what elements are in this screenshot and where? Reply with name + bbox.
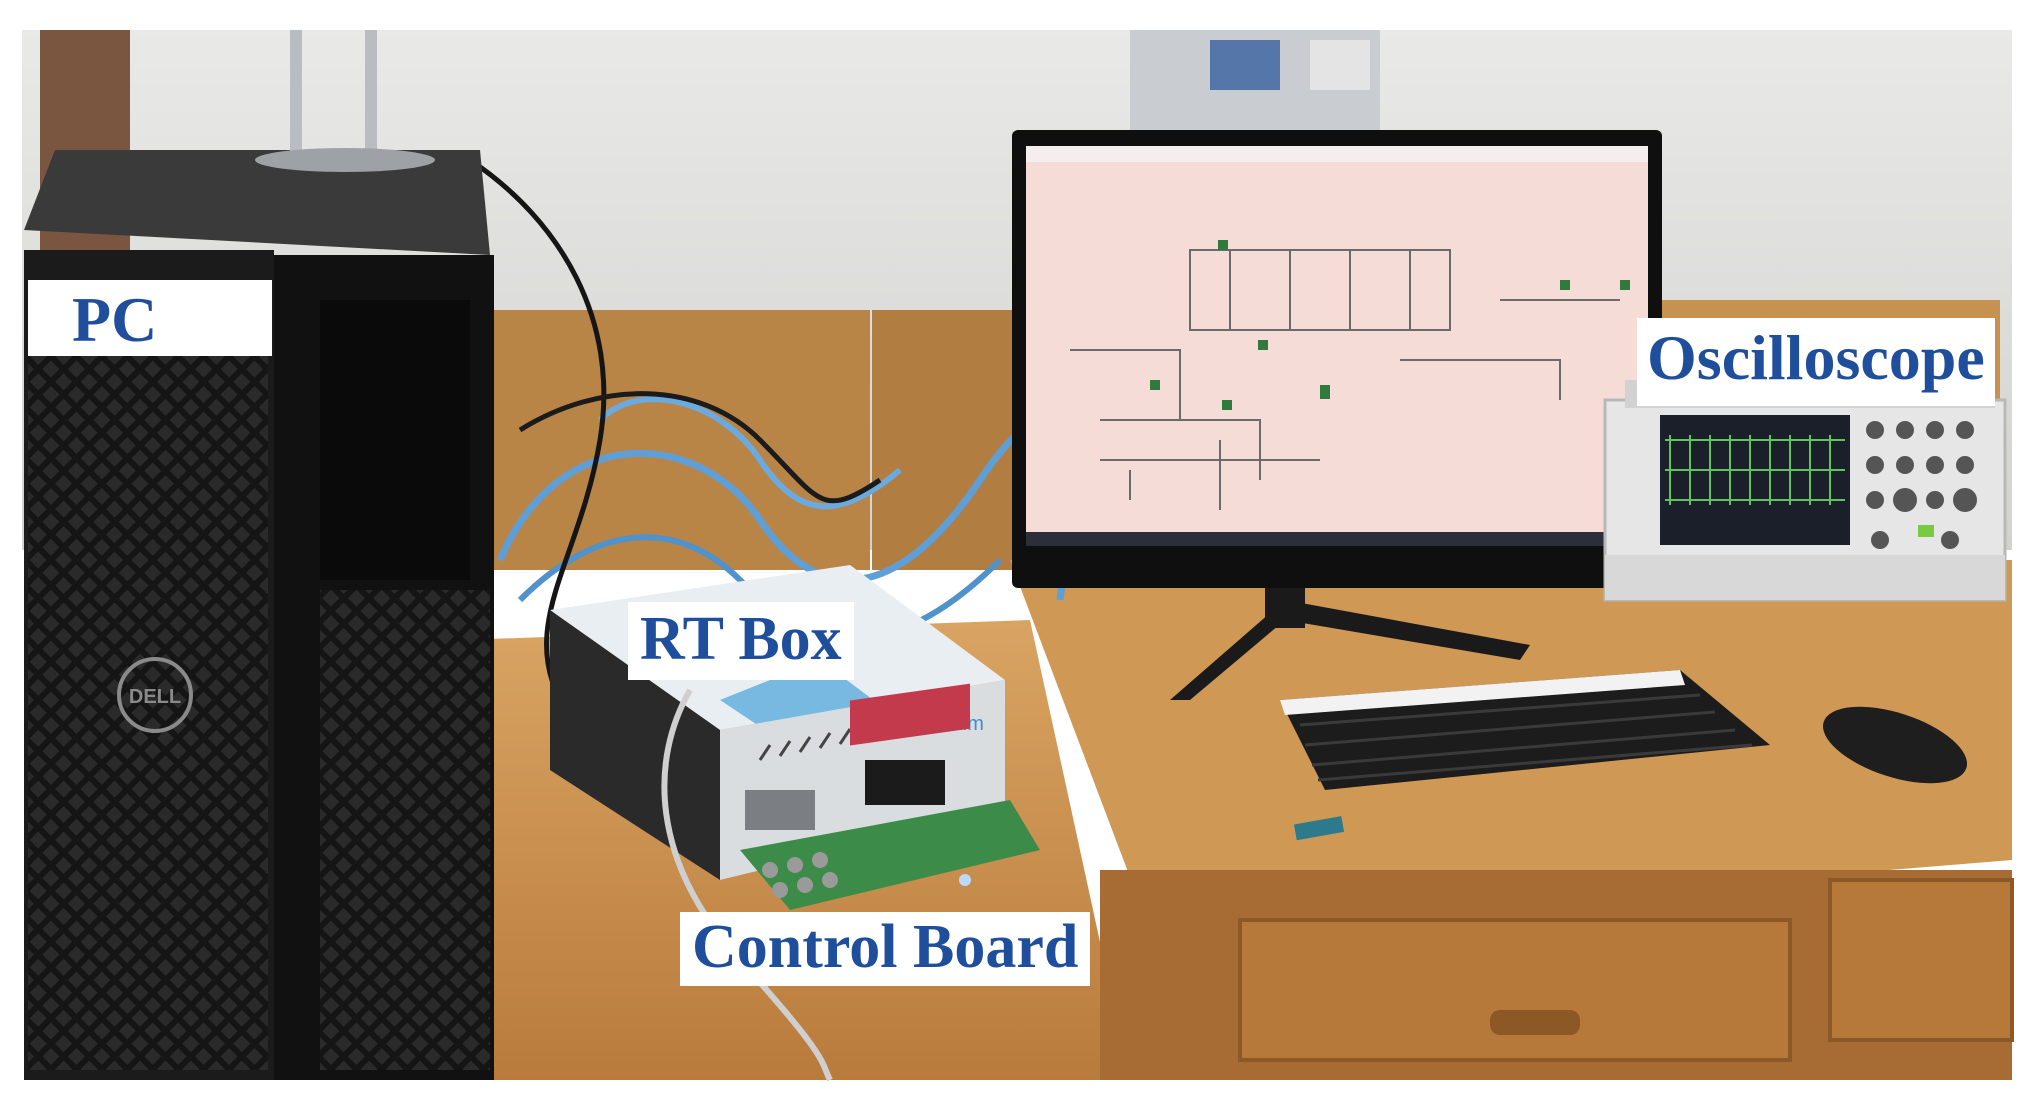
label-oscilloscope: Oscilloscope (1637, 318, 1995, 406)
cabinet-panel (1210, 40, 1280, 90)
monitor-menubar (1026, 146, 1648, 162)
control-board-connectors (762, 852, 838, 898)
dell-logo (117, 657, 193, 733)
label-control-board: Control Board (680, 912, 1091, 986)
pc-front-mesh (28, 340, 268, 1070)
schematic-blocks (1150, 240, 1630, 410)
mouse (1822, 706, 1968, 784)
control-board (740, 800, 1040, 910)
rt-box-left-side (550, 610, 720, 880)
wood-partition-left (480, 310, 870, 570)
drawer-handle (1490, 1010, 1580, 1035)
rt-box-connector (745, 790, 815, 830)
control-board-chip (850, 683, 970, 746)
oscilloscope-waveform (1665, 435, 1845, 505)
monitor-foot (1170, 600, 1530, 700)
label-pc: PC (28, 280, 272, 356)
oscilloscope-knobs (1866, 421, 1977, 549)
lamp-stand (290, 30, 302, 160)
monitor-taskbar (1026, 532, 1648, 546)
circuit-schematic (1070, 249, 1620, 510)
rt-box-connector-2 (865, 760, 945, 805)
label-rt-box: RT Box (628, 602, 854, 680)
keyboard-top-strip (1280, 670, 1685, 715)
blue-cable-3 (597, 396, 902, 510)
pc-top (24, 150, 490, 255)
black-cable-2 (518, 391, 882, 504)
control-board-led (959, 874, 971, 886)
monitor-screen (1026, 146, 1648, 546)
oscilloscope-front-strip (1605, 555, 2005, 600)
lamp-base (255, 148, 435, 172)
oscilloscope-screen (1660, 415, 1850, 545)
drawer (1238, 918, 1792, 1062)
keyboard-keys (1299, 693, 1753, 782)
black-cable (468, 157, 607, 702)
usb-stick (1293, 816, 1345, 841)
cabinet-panel-2 (1310, 40, 1370, 90)
pc-side-bay (320, 300, 470, 580)
pc-side-mesh (320, 590, 490, 1070)
lamp-stand-2 (365, 30, 377, 170)
dell-logo-text: DELL (129, 686, 181, 708)
oscilloscope-green-button (1918, 525, 1934, 537)
drawer-right (1828, 878, 2014, 1042)
